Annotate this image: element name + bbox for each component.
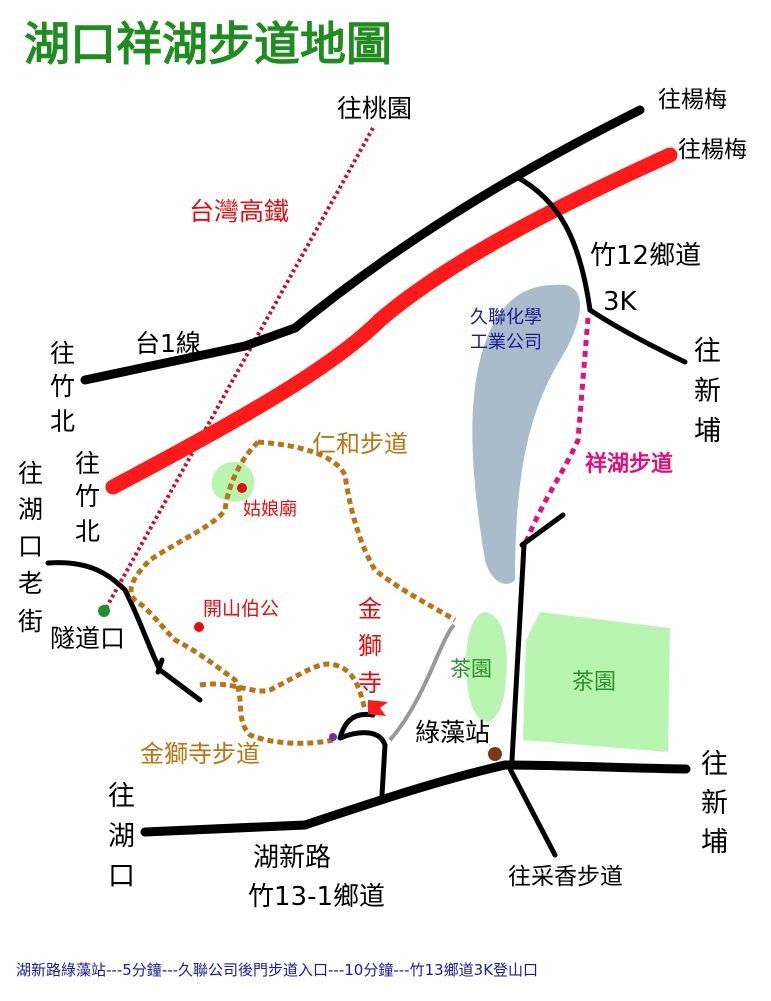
footer-route-note: 湖新路綠藻站---5分鐘---久聯公司後門步道入口---10分鐘---竹13鄉道… xyxy=(16,961,538,979)
label-jinshi-temple: 金 獅 寺 xyxy=(358,595,382,697)
junction-marker xyxy=(329,733,337,741)
label-to-xinpu-2: 往 新 埔 xyxy=(701,749,728,858)
svg-text:北: 北 xyxy=(75,517,100,546)
label-to-taoyuan: 往桃園 xyxy=(337,94,412,123)
label-guniang-temple: 姑娘廟 xyxy=(243,499,297,520)
xianghu-trail-path xyxy=(522,317,591,546)
svg-text:往: 往 xyxy=(694,336,721,367)
kaishan-marker xyxy=(194,622,204,632)
label-kaishan: 開山伯公 xyxy=(203,598,279,620)
svg-text:往: 往 xyxy=(50,339,75,368)
tunnel-marker xyxy=(98,605,110,617)
label-tai1: 台1線 xyxy=(135,329,201,358)
svg-text:竹: 竹 xyxy=(75,482,100,511)
label-zhu12: 竹12鄉道 xyxy=(590,241,701,271)
road-huxin xyxy=(140,760,691,837)
svg-text:老: 老 xyxy=(18,569,43,598)
renhe-trail-path xyxy=(257,439,457,623)
road-tai1 xyxy=(80,105,645,385)
road-jinshi xyxy=(337,711,388,798)
label-zhu13: 竹13-1鄉道 xyxy=(248,882,385,912)
label-renhe-trail: 仁和步道 xyxy=(312,430,408,458)
label-to-zhubei-b: 往 竹 北 xyxy=(75,449,100,546)
access-road-grey xyxy=(388,623,456,742)
svg-text:竹: 竹 xyxy=(50,372,75,401)
label-jinshi-trail: 金獅寺步道 xyxy=(140,740,260,768)
svg-text:口: 口 xyxy=(108,861,135,892)
jinshi-trail-path xyxy=(128,440,368,746)
label-tea-garden-2: 茶園 xyxy=(572,670,616,695)
label-tunnel: 隧道口 xyxy=(50,624,125,653)
svg-text:街: 街 xyxy=(18,607,43,636)
tea-garden-large xyxy=(523,612,670,752)
road-to-caixiang xyxy=(505,762,558,858)
svg-text:金: 金 xyxy=(358,595,382,623)
factory-lake-area xyxy=(472,284,580,584)
label-to-caixiang: 往采香步道 xyxy=(508,864,623,890)
svg-text:埔: 埔 xyxy=(694,416,721,447)
label-huxin-road: 湖新路 xyxy=(253,843,331,873)
svg-text:北: 北 xyxy=(50,407,75,436)
label-3k: 3K xyxy=(603,287,638,317)
road-zhu12 xyxy=(512,173,688,365)
label-xianghu-trail: 祥湖步道 xyxy=(585,451,673,477)
lvzao-station-marker xyxy=(488,747,502,761)
label-to-yangmei-2: 往楊梅 xyxy=(678,137,747,163)
tea-garden-small xyxy=(465,612,507,722)
svg-text:埔: 埔 xyxy=(701,827,728,858)
guniang-temple-marker xyxy=(237,483,247,493)
map-title: 湖口祥湖步道地圖 xyxy=(24,17,392,71)
label-to-xinpu-1: 往 新 埔 xyxy=(694,336,721,447)
label-jiulian-2: 工業公司 xyxy=(470,332,542,353)
svg-text:獅: 獅 xyxy=(358,632,382,660)
road-old-street xyxy=(45,560,203,703)
svg-text:湖: 湖 xyxy=(108,821,135,852)
svg-text:往: 往 xyxy=(108,781,135,812)
svg-text:往: 往 xyxy=(18,459,43,488)
svg-text:往: 往 xyxy=(75,449,100,478)
svg-text:新: 新 xyxy=(694,376,721,407)
label-to-old-street: 往 湖 口 老 街 xyxy=(18,459,43,636)
label-to-hukou: 往 湖 口 xyxy=(108,781,135,892)
thsr-dotted-line xyxy=(103,127,375,611)
svg-text:寺: 寺 xyxy=(358,669,382,697)
label-to-zhubei-a: 往 竹 北 xyxy=(50,339,75,436)
label-tea-garden-1: 茶園 xyxy=(450,657,492,681)
label-lvzao-station: 綠藻站 xyxy=(415,718,490,747)
hsr-line xyxy=(105,147,678,495)
label-hsr: 台灣高鐵 xyxy=(189,197,289,226)
svg-text:新: 新 xyxy=(701,788,728,819)
road-north-south xyxy=(509,512,566,763)
jinshi-temple-flag-icon xyxy=(368,700,388,716)
label-jiulian-1: 久聯化學 xyxy=(470,307,542,328)
svg-text:湖: 湖 xyxy=(18,495,43,524)
svg-text:往: 往 xyxy=(701,749,728,780)
label-to-yangmei-1: 往楊梅 xyxy=(658,87,727,113)
svg-text:口: 口 xyxy=(18,532,43,561)
guniang-hill xyxy=(211,461,255,502)
